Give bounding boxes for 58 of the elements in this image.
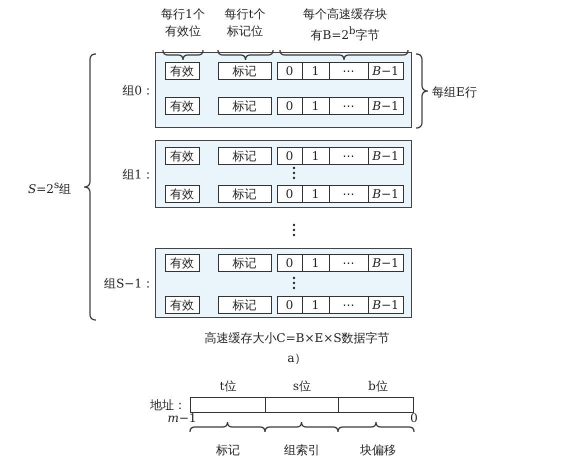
address-field xyxy=(265,397,339,413)
tag-cell: 标记 xyxy=(218,96,272,114)
byte-cell: 0 xyxy=(276,62,302,80)
address-field xyxy=(338,397,414,413)
bit-index: m−1 xyxy=(167,411,197,425)
byte-cell: ⋯ xyxy=(328,184,368,202)
field-name: 组索引 xyxy=(284,442,320,459)
set-label: 组S−1： xyxy=(104,276,154,292)
byte-cell: 0 xyxy=(276,254,302,272)
valid-bit-cell: 有效 xyxy=(164,184,200,202)
address-label: 地址： xyxy=(150,397,186,413)
field-width-label: t位 xyxy=(220,378,236,395)
byte-cell: B−1 xyxy=(368,96,404,114)
subfigure-label: a） xyxy=(287,350,307,367)
field-name: 标记 xyxy=(216,442,240,459)
byte-cell: ⋯ xyxy=(328,296,368,314)
byte-cell: 1 xyxy=(302,62,330,80)
valid-bit-cell: 有效 xyxy=(164,96,200,114)
tag-cell: 标记 xyxy=(218,184,272,202)
byte-cell: B−1 xyxy=(368,146,404,164)
byte-cell: B−1 xyxy=(368,296,404,314)
byte-cell: 0 xyxy=(276,184,302,202)
byte-cell: 0 xyxy=(276,96,302,114)
set-label: 组0： xyxy=(122,82,154,100)
byte-cell: B−1 xyxy=(368,254,404,272)
valid-bit-cell: 有效 xyxy=(164,296,200,314)
byte-cell: 1 xyxy=(302,296,330,314)
byte-cell: 1 xyxy=(302,96,330,114)
byte-cell: B−1 xyxy=(368,62,404,80)
byte-cell: ⋯ xyxy=(328,146,368,164)
byte-cell: 0 xyxy=(276,296,302,314)
tag-cell: 标记 xyxy=(218,254,272,272)
valid-bit-cell: 有效 xyxy=(164,62,200,80)
bit-description: 每行1个有效位 xyxy=(160,6,206,40)
block-description: 每个高速缓存块有B=2$^{b}$字节 xyxy=(302,6,388,44)
byte-cell: ⋯ xyxy=(328,254,368,272)
set-count-label: S=2$^{s}$组 xyxy=(28,180,72,198)
byte-cell: ⋯ xyxy=(328,96,368,114)
valid-bit-cell: 有效 xyxy=(164,254,200,272)
bit-description: 每行t个标记位 xyxy=(224,6,266,40)
field-width-label: s位 xyxy=(292,378,312,395)
field-name: 块偏移 xyxy=(360,442,396,459)
bit-index: 0 xyxy=(410,411,418,425)
byte-cell: 1 xyxy=(302,146,330,164)
valid-bit-cell: 有效 xyxy=(164,146,200,164)
tag-cell: 标记 xyxy=(218,146,272,164)
byte-cell: B−1 xyxy=(368,184,404,202)
byte-cell: ⋯ xyxy=(328,62,368,80)
byte-cell: 1 xyxy=(302,184,330,202)
lines-per-set-label: 每组E行 xyxy=(432,84,477,101)
address-field xyxy=(190,397,266,413)
set-label: 组1： xyxy=(122,166,154,184)
tag-cell: 标记 xyxy=(218,62,272,80)
byte-cell: 1 xyxy=(302,254,330,272)
tag-cell: 标记 xyxy=(218,296,272,314)
figure-caption: 高速缓存大小C=B×E×S数据字节 xyxy=(204,330,390,347)
field-width-label: b位 xyxy=(368,378,388,395)
byte-cell: 0 xyxy=(276,146,302,164)
